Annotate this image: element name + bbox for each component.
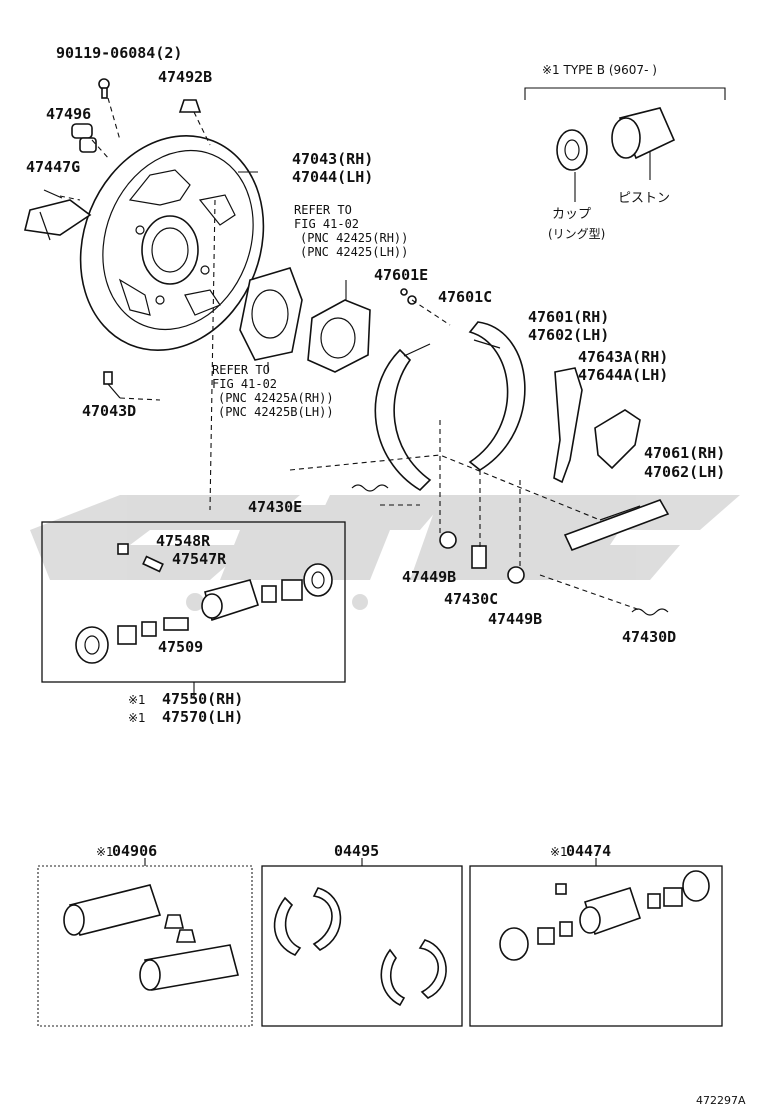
label-04906: 04906 xyxy=(112,842,157,860)
label-cup-type: (リング型) xyxy=(548,227,605,241)
adjuster-assembly xyxy=(563,499,670,552)
ref1-pnc-lh: (PNC 42425(LH)) xyxy=(300,245,408,259)
label-47570-lh: 47570(LH) xyxy=(162,708,243,726)
backing-plate xyxy=(24,135,265,351)
kit-04495-parts xyxy=(273,887,447,1007)
bolt-90119 xyxy=(98,78,110,99)
ref1-fig: FIG 41-02 xyxy=(294,217,359,231)
adjusting-lever xyxy=(594,409,641,470)
brake-shoe-front xyxy=(374,343,432,492)
label-47601-rh: 47601(RH) xyxy=(528,308,609,326)
kit-04906-box xyxy=(37,865,253,1027)
label-47043d: 47043D xyxy=(82,402,136,420)
wheel-cylinder-parts xyxy=(75,543,333,664)
ref1-pnc-rh: (PNC 42425(RH)) xyxy=(300,231,408,245)
grommet-47496 xyxy=(71,123,93,139)
note-mark-47550: ※1 xyxy=(128,693,146,707)
ref1-title: REFER TO xyxy=(294,203,352,217)
label-cup: カップ xyxy=(552,207,591,222)
gasket-42425a xyxy=(239,267,303,361)
label-47449b-right: 47449B xyxy=(488,610,542,628)
ref2-title: REFER TO xyxy=(212,363,270,377)
label-47548r: 47548R xyxy=(156,532,211,550)
note-mark-47570: ※1 xyxy=(128,711,146,725)
spring-47430e xyxy=(351,484,389,492)
brake-shoe-rear xyxy=(468,321,526,471)
label-47547r: 47547R xyxy=(172,550,227,568)
label-47602-lh: 47602(LH) xyxy=(528,326,609,344)
label-47643a-rh: 47643A(RH) xyxy=(578,348,668,366)
ref2-fig: FIG 41-02 xyxy=(212,377,277,391)
cup-47449b-right xyxy=(507,566,525,584)
label-47043-rh: 47043(RH) xyxy=(292,150,373,168)
plug-47492b xyxy=(178,99,202,113)
label-90119-06084: 90119-06084(2) xyxy=(56,44,182,62)
label-piston: ピストン xyxy=(618,191,670,206)
ref2-pnc-rh: (PNC 42425A(RH)) xyxy=(218,391,334,405)
bleeder-47043d xyxy=(103,371,121,399)
label-47492b: 47492B xyxy=(158,68,212,86)
parking-brake-lever xyxy=(553,367,583,484)
note-mark-04906: ※1 xyxy=(96,845,114,859)
note-type-b: ※1 TYPE B (9607- ) xyxy=(542,63,657,77)
cup-47449b-left xyxy=(439,531,457,549)
label-47601c: 47601C xyxy=(438,288,492,306)
label-47496: 47496 xyxy=(46,105,91,123)
kit-04906-parts xyxy=(63,884,239,991)
label-47430d: 47430D xyxy=(622,628,676,646)
ref2-pnc-lh: (PNC 42425B(LH)) xyxy=(218,405,334,419)
label-47447g: 47447G xyxy=(26,158,80,176)
label-47044-lh: 47044(LH) xyxy=(292,168,373,186)
label-47601e: 47601E xyxy=(374,266,428,284)
label-47644a-lh: 47644A(LH) xyxy=(578,366,668,384)
label-47430e: 47430E xyxy=(248,498,302,516)
note-mark-04474: ※1 xyxy=(550,845,568,859)
spring-47430c xyxy=(471,545,487,569)
label-04474: 04474 xyxy=(566,842,611,860)
label-04495: 04495 xyxy=(334,842,379,860)
label-47509: 47509 xyxy=(158,638,203,656)
label-47062-lh: 47062(LH) xyxy=(644,463,725,481)
grommet-47447g xyxy=(79,137,97,153)
figure-id: 472297A xyxy=(696,1094,746,1107)
pin-47447g xyxy=(43,189,63,199)
spring-47430d xyxy=(631,608,669,616)
flange-42425 xyxy=(307,299,371,373)
label-47061-rh: 47061(RH) xyxy=(644,444,725,462)
leader-lines xyxy=(59,97,641,611)
kit-04474-parts xyxy=(499,870,710,961)
label-47550-rh: 47550(RH) xyxy=(162,690,243,708)
label-47449b-left: 47449B xyxy=(402,568,456,586)
watermark-logo xyxy=(30,495,740,611)
label-47430c: 47430C xyxy=(444,590,498,608)
type-b-inset xyxy=(524,87,726,202)
